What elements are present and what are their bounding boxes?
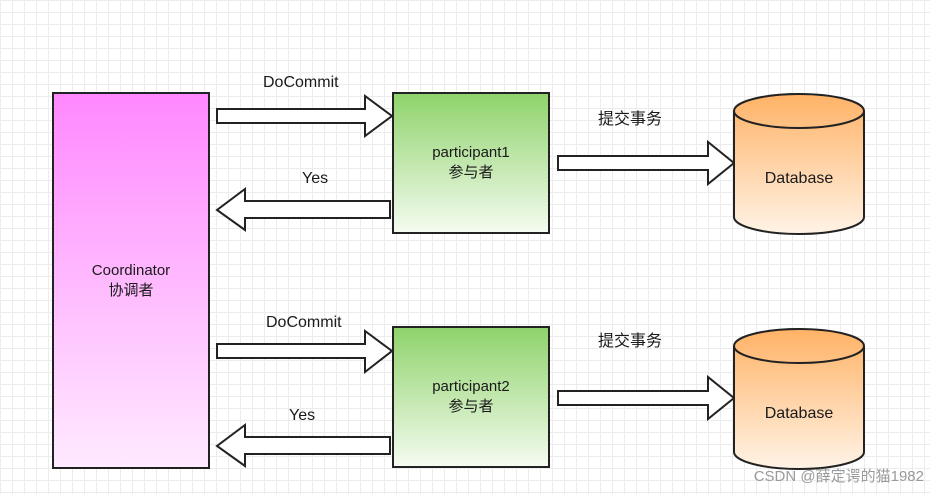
coordinator-label-en: Coordinator [91, 261, 171, 279]
participant2-label-zh: 参与者 [448, 398, 494, 415]
database-cylinder-2 [733, 328, 865, 470]
docommit-label-2: DoCommit [266, 314, 342, 331]
coordinator-label-zh: 协调者 [108, 281, 154, 299]
commit-arrow-1 [557, 139, 736, 187]
commit-arrow-2 [557, 374, 736, 422]
docommit-arrow-1 [216, 94, 394, 138]
participant1-label-zh: 参与者 [448, 164, 494, 181]
coordinator-node[interactable]: Coordinator 协调者 [52, 92, 210, 469]
commit-tx-label-2: 提交事务 [598, 333, 663, 350]
docommit-arrow-2 [216, 329, 394, 375]
docommit-label-1: DoCommit [263, 74, 339, 91]
yes-label-1: Yes [302, 170, 329, 187]
yes-arrow-1 [215, 187, 391, 232]
participant1-label-en: participant1 [432, 144, 510, 161]
database-label-1: Database [764, 170, 834, 187]
participant-node-2[interactable]: participant2 参与者 [392, 326, 550, 468]
participant-node-1[interactable]: participant1 参与者 [392, 92, 550, 234]
participant2-label-en: participant2 [432, 378, 510, 395]
database-cylinder-1 [733, 93, 865, 235]
watermark: CSDN @薛定谔的猫1982 [753, 468, 924, 485]
yes-arrow-2 [215, 423, 391, 468]
yes-label-2: Yes [289, 407, 316, 424]
commit-tx-label-1: 提交事务 [598, 111, 663, 128]
database-label-2: Database [764, 405, 834, 422]
